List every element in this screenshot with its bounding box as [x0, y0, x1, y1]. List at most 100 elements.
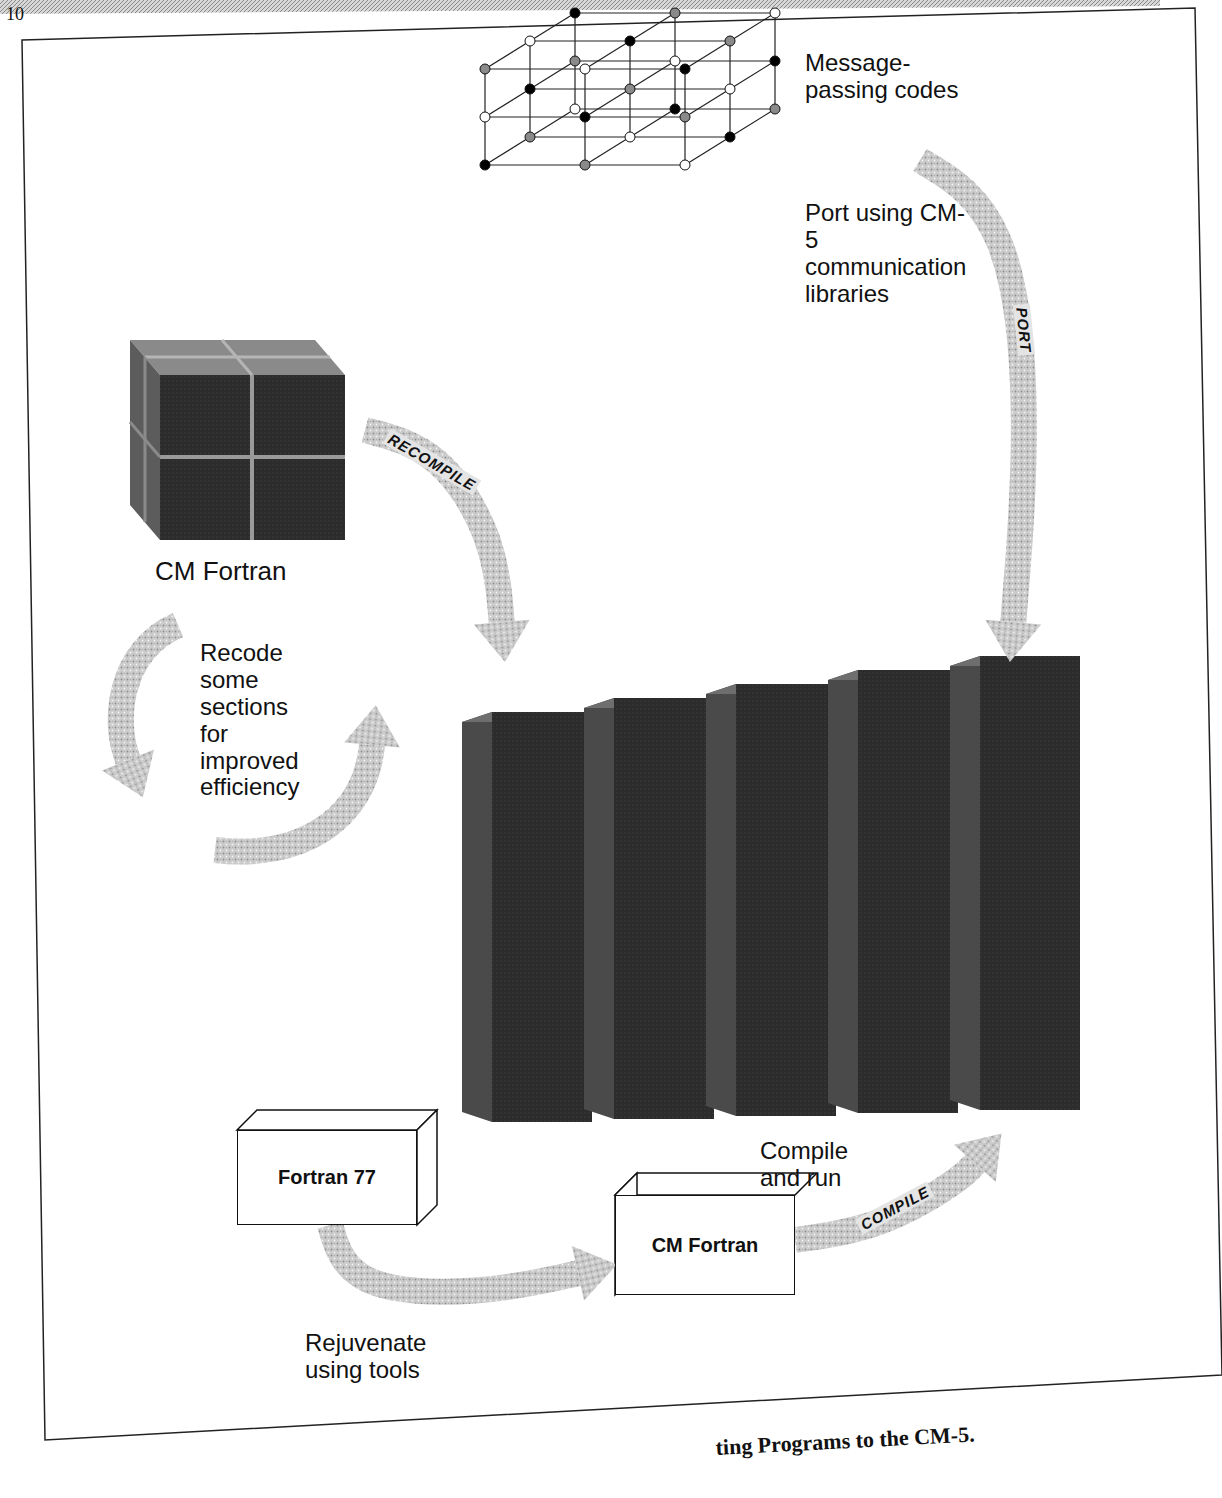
- lattice-link: [585, 137, 630, 165]
- lattice-link: [684, 117, 685, 165]
- lattice-link: [585, 89, 630, 117]
- box-depth: [237, 1110, 817, 1295]
- flow-arrow: [330, 1225, 578, 1292]
- lattice-link: [730, 61, 775, 89]
- cabinet-front: [492, 712, 592, 1122]
- lattice-link: [484, 117, 485, 165]
- lattice-link: [675, 12, 775, 13]
- node-label: CM Fortran: [652, 1234, 759, 1256]
- lattice-processor: [580, 64, 590, 74]
- lattice-processor: [680, 64, 690, 74]
- lattice-link: [585, 116, 685, 117]
- lattice-processor: [725, 84, 735, 94]
- program-box: CM Fortran: [615, 1195, 795, 1295]
- lattice-processor: [570, 56, 580, 66]
- lattice-processor: [670, 104, 680, 114]
- box-top-face: [237, 1110, 437, 1130]
- message-passing-figure: Message-passing codes: [470, 10, 970, 160]
- lattice-link: [530, 109, 575, 137]
- lattice-processor: [480, 64, 490, 74]
- cabinet-front: [980, 656, 1080, 1110]
- lattice-link: [685, 89, 730, 117]
- recode-loop-arrow: [121, 625, 178, 760]
- figure-caption: ting Programs to the CM-5.: [715, 1422, 975, 1460]
- lattice-processor: [680, 112, 690, 122]
- lattice-processor: [670, 56, 680, 66]
- lattice-processor: [770, 104, 780, 114]
- lattice-link: [585, 68, 685, 69]
- lattice-processor: [580, 112, 590, 122]
- lattice-link: [630, 109, 675, 137]
- program-box: Fortran 77: [237, 1130, 417, 1225]
- lattice-processor: [525, 36, 535, 46]
- lattice-link: [685, 41, 730, 69]
- lattice-link: [730, 109, 775, 137]
- box-side-face: [417, 1110, 437, 1225]
- cabinet-front: [614, 698, 714, 1119]
- arrow-label: RECOMPILE: [383, 429, 482, 496]
- cube-seam: [222, 340, 252, 375]
- page-number: 10: [6, 4, 66, 24]
- lattice-link: [485, 68, 585, 69]
- lattice-processor: [725, 36, 735, 46]
- lattice-link: [774, 61, 775, 109]
- lattice-processor: [525, 84, 535, 94]
- cabinet-front: [858, 670, 958, 1113]
- cube-side: [130, 340, 160, 540]
- lattice-processor: [670, 8, 680, 18]
- cube-front: [160, 375, 345, 540]
- lattice-link: [530, 13, 575, 41]
- cabinet-side: [828, 670, 858, 1113]
- cm-fortran-cube: CM Fortran: [115, 325, 365, 615]
- annotation: Compile and run: [760, 1138, 880, 1192]
- lattice-processor: [625, 84, 635, 94]
- node-label: Message-passing codes: [805, 50, 970, 104]
- lattice-link: [530, 61, 575, 89]
- cm5-machine-illustration: [462, 656, 1080, 1122]
- lattice-link: [675, 60, 775, 61]
- lattice-link: [584, 69, 585, 117]
- lattice-link: [574, 61, 575, 109]
- lattice-link: [485, 116, 585, 117]
- lattice-processor: [480, 112, 490, 122]
- lattice-link: [674, 61, 675, 109]
- flow-arrow: [920, 160, 1024, 622]
- lattice-link: [585, 164, 685, 165]
- annotation: Recode some sections for improved effici…: [200, 640, 322, 801]
- lattice-processor: [570, 8, 580, 18]
- lattice-link: [684, 69, 685, 117]
- lattice-link: [630, 61, 675, 89]
- arrow-label: Rejuvenate using tools: [305, 1330, 480, 1384]
- lattice-link: [574, 13, 575, 61]
- lattice-link: [485, 89, 530, 117]
- lattice-link: [630, 88, 730, 89]
- cabinet-side: [462, 712, 492, 1122]
- lattice-processor: [725, 132, 735, 142]
- lattice-link: [530, 88, 630, 89]
- arrow-label: PORT: [1013, 304, 1035, 357]
- lattice-link: [630, 40, 730, 41]
- lattice-processor: [480, 160, 490, 170]
- cabinet-side: [950, 656, 980, 1110]
- lattice-link: [729, 41, 730, 89]
- lattice-link: [485, 137, 530, 165]
- cabinet-side: [706, 684, 736, 1116]
- lattice-processor: [580, 160, 590, 170]
- lattice-link: [630, 13, 675, 41]
- lattice-link: [484, 69, 485, 117]
- lattice-link: [584, 117, 585, 165]
- lattice-processor: [770, 8, 780, 18]
- cube-seam: [160, 455, 345, 459]
- lattice-link: [630, 136, 730, 137]
- lattice-link: [530, 40, 630, 41]
- lattice-link: [629, 89, 630, 137]
- arrow-label: COMPILE: [855, 1181, 935, 1234]
- lattice-processor: [625, 36, 635, 46]
- lattice-link: [585, 41, 630, 69]
- cube-top: [130, 340, 345, 375]
- lattice-link: [530, 136, 630, 137]
- lattice-link: [575, 12, 675, 13]
